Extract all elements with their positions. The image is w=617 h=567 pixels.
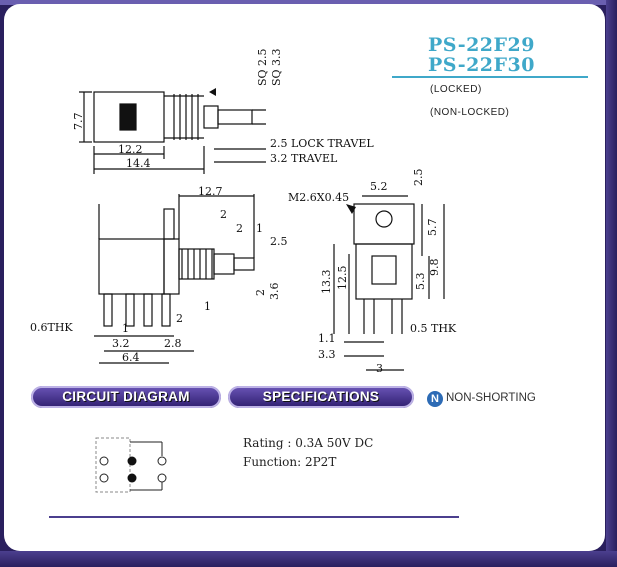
dim-end-thk: 0.5 THK: [410, 322, 457, 335]
terminal-node: [99, 473, 109, 483]
nonlocked-label: (NON-LOCKED): [430, 107, 510, 118]
dim-end-3-3: 3.3: [318, 348, 336, 361]
dim-side-1b: 1: [204, 300, 211, 313]
top-shaft: [217, 109, 253, 125]
terminal-node: [127, 473, 137, 483]
terminal-node: [127, 456, 137, 466]
dim-width-inner: 12.2: [118, 143, 143, 156]
mechanical-drawing: [79, 88, 445, 371]
dim-end-5-2: 5.2: [370, 180, 388, 193]
dim-end-9-8: 9.8: [428, 258, 441, 277]
dim-side-2-8: 2.8: [164, 337, 182, 350]
dim-end-thread: M2.6X0.45: [288, 191, 350, 204]
dim-lock-travel: 2.5 LOCK TRAVEL: [270, 137, 374, 150]
spec-function: Function: 2P2T: [243, 455, 337, 469]
dim-side-2b: 2: [236, 222, 243, 235]
dim-end-12-5: 12.5: [336, 265, 349, 291]
model-nonlocked-title: PS-22F30: [428, 54, 535, 76]
circuit-diagram: [95, 437, 167, 493]
dim-side-3-6: 3.6: [268, 282, 281, 301]
title-underline: [392, 76, 588, 78]
terminal-node: [157, 473, 167, 483]
dim-end-2-5: 2.5: [412, 168, 425, 187]
dim-side-2a: 2: [220, 208, 227, 221]
terminal-node: [99, 456, 109, 466]
specifications-header: SPECIFICATIONS: [228, 386, 414, 408]
dim-side-2d: 2: [176, 312, 183, 325]
right-border: [606, 0, 617, 567]
model-locked-title: PS-22F29: [428, 34, 535, 56]
side-spring: [181, 249, 213, 279]
dim-side-2c: 2: [254, 289, 267, 296]
end-bracket: [353, 203, 415, 245]
end-body: [355, 243, 413, 300]
dim-side-1c: 1: [122, 322, 129, 335]
dim-side-3-2: 3.2: [112, 337, 130, 350]
locked-label: (LOCKED): [430, 84, 482, 95]
side-body: [98, 238, 165, 295]
top-body: [93, 91, 165, 143]
dim-height: 7.7: [72, 112, 85, 131]
dim-sq-small: SQ 2.5: [256, 48, 269, 86]
dim-side-2-5: 2.5: [270, 235, 288, 248]
dim-side-6-4: 6.4: [122, 351, 140, 364]
terminal-node: [157, 456, 167, 466]
circuit-diagram-header: CIRCUIT DIAGRAM: [31, 386, 221, 408]
datasheet-panel: PS-22F29 PS-22F30 (LOCKED) (NON-LOCKED): [4, 4, 605, 551]
dim-travel: 3.2 TRAVEL: [270, 152, 338, 165]
spec-rating: Rating : 0.3A 50V DC: [243, 436, 374, 450]
dim-end-1-1: 1.1: [318, 332, 336, 345]
bottom-border: [0, 551, 617, 567]
dim-side-1: 1: [256, 222, 263, 235]
end-button: [371, 255, 397, 285]
top-border: [0, 0, 617, 5]
dim-end-5-7: 5.7: [426, 218, 439, 237]
top-window: [119, 103, 137, 131]
footer-divider: [49, 516, 459, 518]
dim-end-13-3: 13.3: [320, 269, 333, 295]
dim-side-thk: 0.6THK: [30, 321, 73, 334]
dim-width-outer: 14.4: [126, 157, 151, 170]
dim-side-length: 12.7: [198, 185, 223, 198]
dim-end-3: 3: [376, 362, 383, 375]
non-shorting-logo-icon: N: [427, 391, 443, 407]
dim-end-5-3: 5.3: [414, 272, 427, 291]
non-shorting-label: NON-SHORTING: [446, 392, 536, 404]
end-hole: [375, 210, 393, 228]
dim-sq-large: SQ 3.3: [270, 48, 283, 86]
top-spring: [173, 94, 199, 140]
